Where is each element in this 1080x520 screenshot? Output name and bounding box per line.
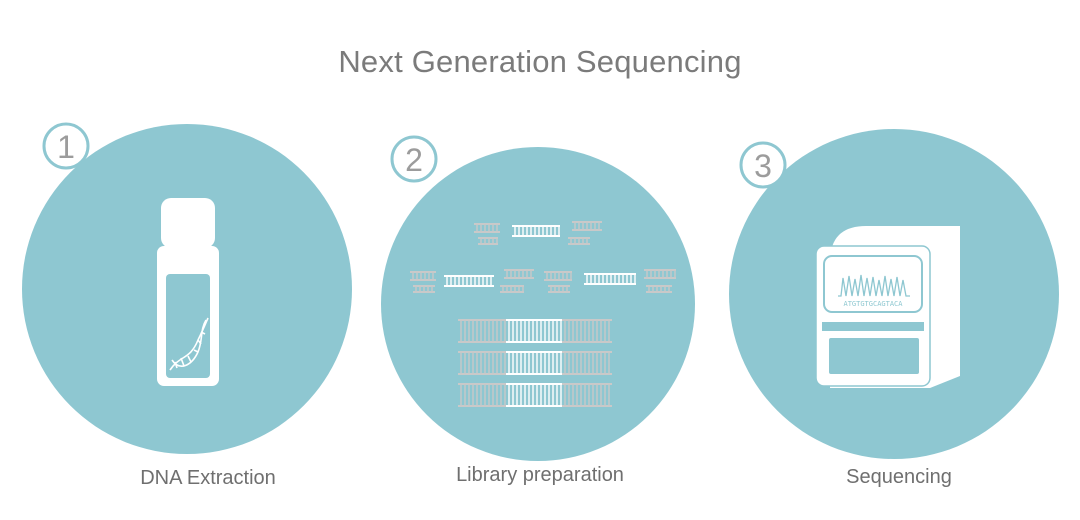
fragment-small [504, 269, 534, 279]
library-fragment-end [562, 351, 612, 375]
fragment-small [646, 285, 672, 293]
library-fragment-end [458, 319, 508, 343]
library-fragment-end [562, 319, 612, 343]
chromatogram-trace [838, 274, 910, 297]
dna-helix-icon [169, 317, 209, 371]
step-3-number: 3 [754, 148, 772, 184]
step-2-label: Library preparation [456, 464, 624, 486]
fragment-white [512, 225, 560, 237]
library-fragment-end [458, 351, 508, 375]
fragment-small [568, 237, 590, 245]
fragment-small [478, 237, 498, 245]
step-1-badge: 1 [42, 122, 90, 170]
fragment-small [572, 221, 602, 231]
sequencer-icon: ATGTGTGCAGTACA [815, 226, 960, 388]
step-1-label: DNA Extraction [140, 467, 276, 489]
fragment-small [548, 285, 570, 293]
step-2-badge: 2 [390, 135, 438, 183]
fragment-small [413, 285, 435, 293]
step-3-badge: 3 [739, 141, 787, 189]
library-fragment-insert [506, 383, 564, 407]
tube-icon [157, 198, 219, 386]
step-2-circle [381, 147, 695, 461]
fragment-small [644, 269, 676, 279]
dna-fragments [410, 221, 676, 407]
library-fragment-insert [506, 319, 564, 343]
diagram-title: Next Generation Sequencing [338, 44, 742, 79]
step-1-number: 1 [57, 129, 75, 165]
fragment-small [544, 271, 572, 281]
library-fragment-end [458, 383, 508, 407]
fragment-small [500, 285, 524, 293]
library-fragment-end [562, 383, 612, 407]
fragment-small [410, 271, 436, 281]
library-fragment-insert [506, 351, 564, 375]
step-2-number: 2 [405, 142, 423, 178]
fragment-small [474, 223, 500, 233]
fragment-white [444, 275, 494, 287]
sequence-readout: ATGTGTGCAGTACA [843, 300, 903, 308]
fragment-white [584, 273, 636, 285]
step-3-label: Sequencing [846, 466, 952, 488]
